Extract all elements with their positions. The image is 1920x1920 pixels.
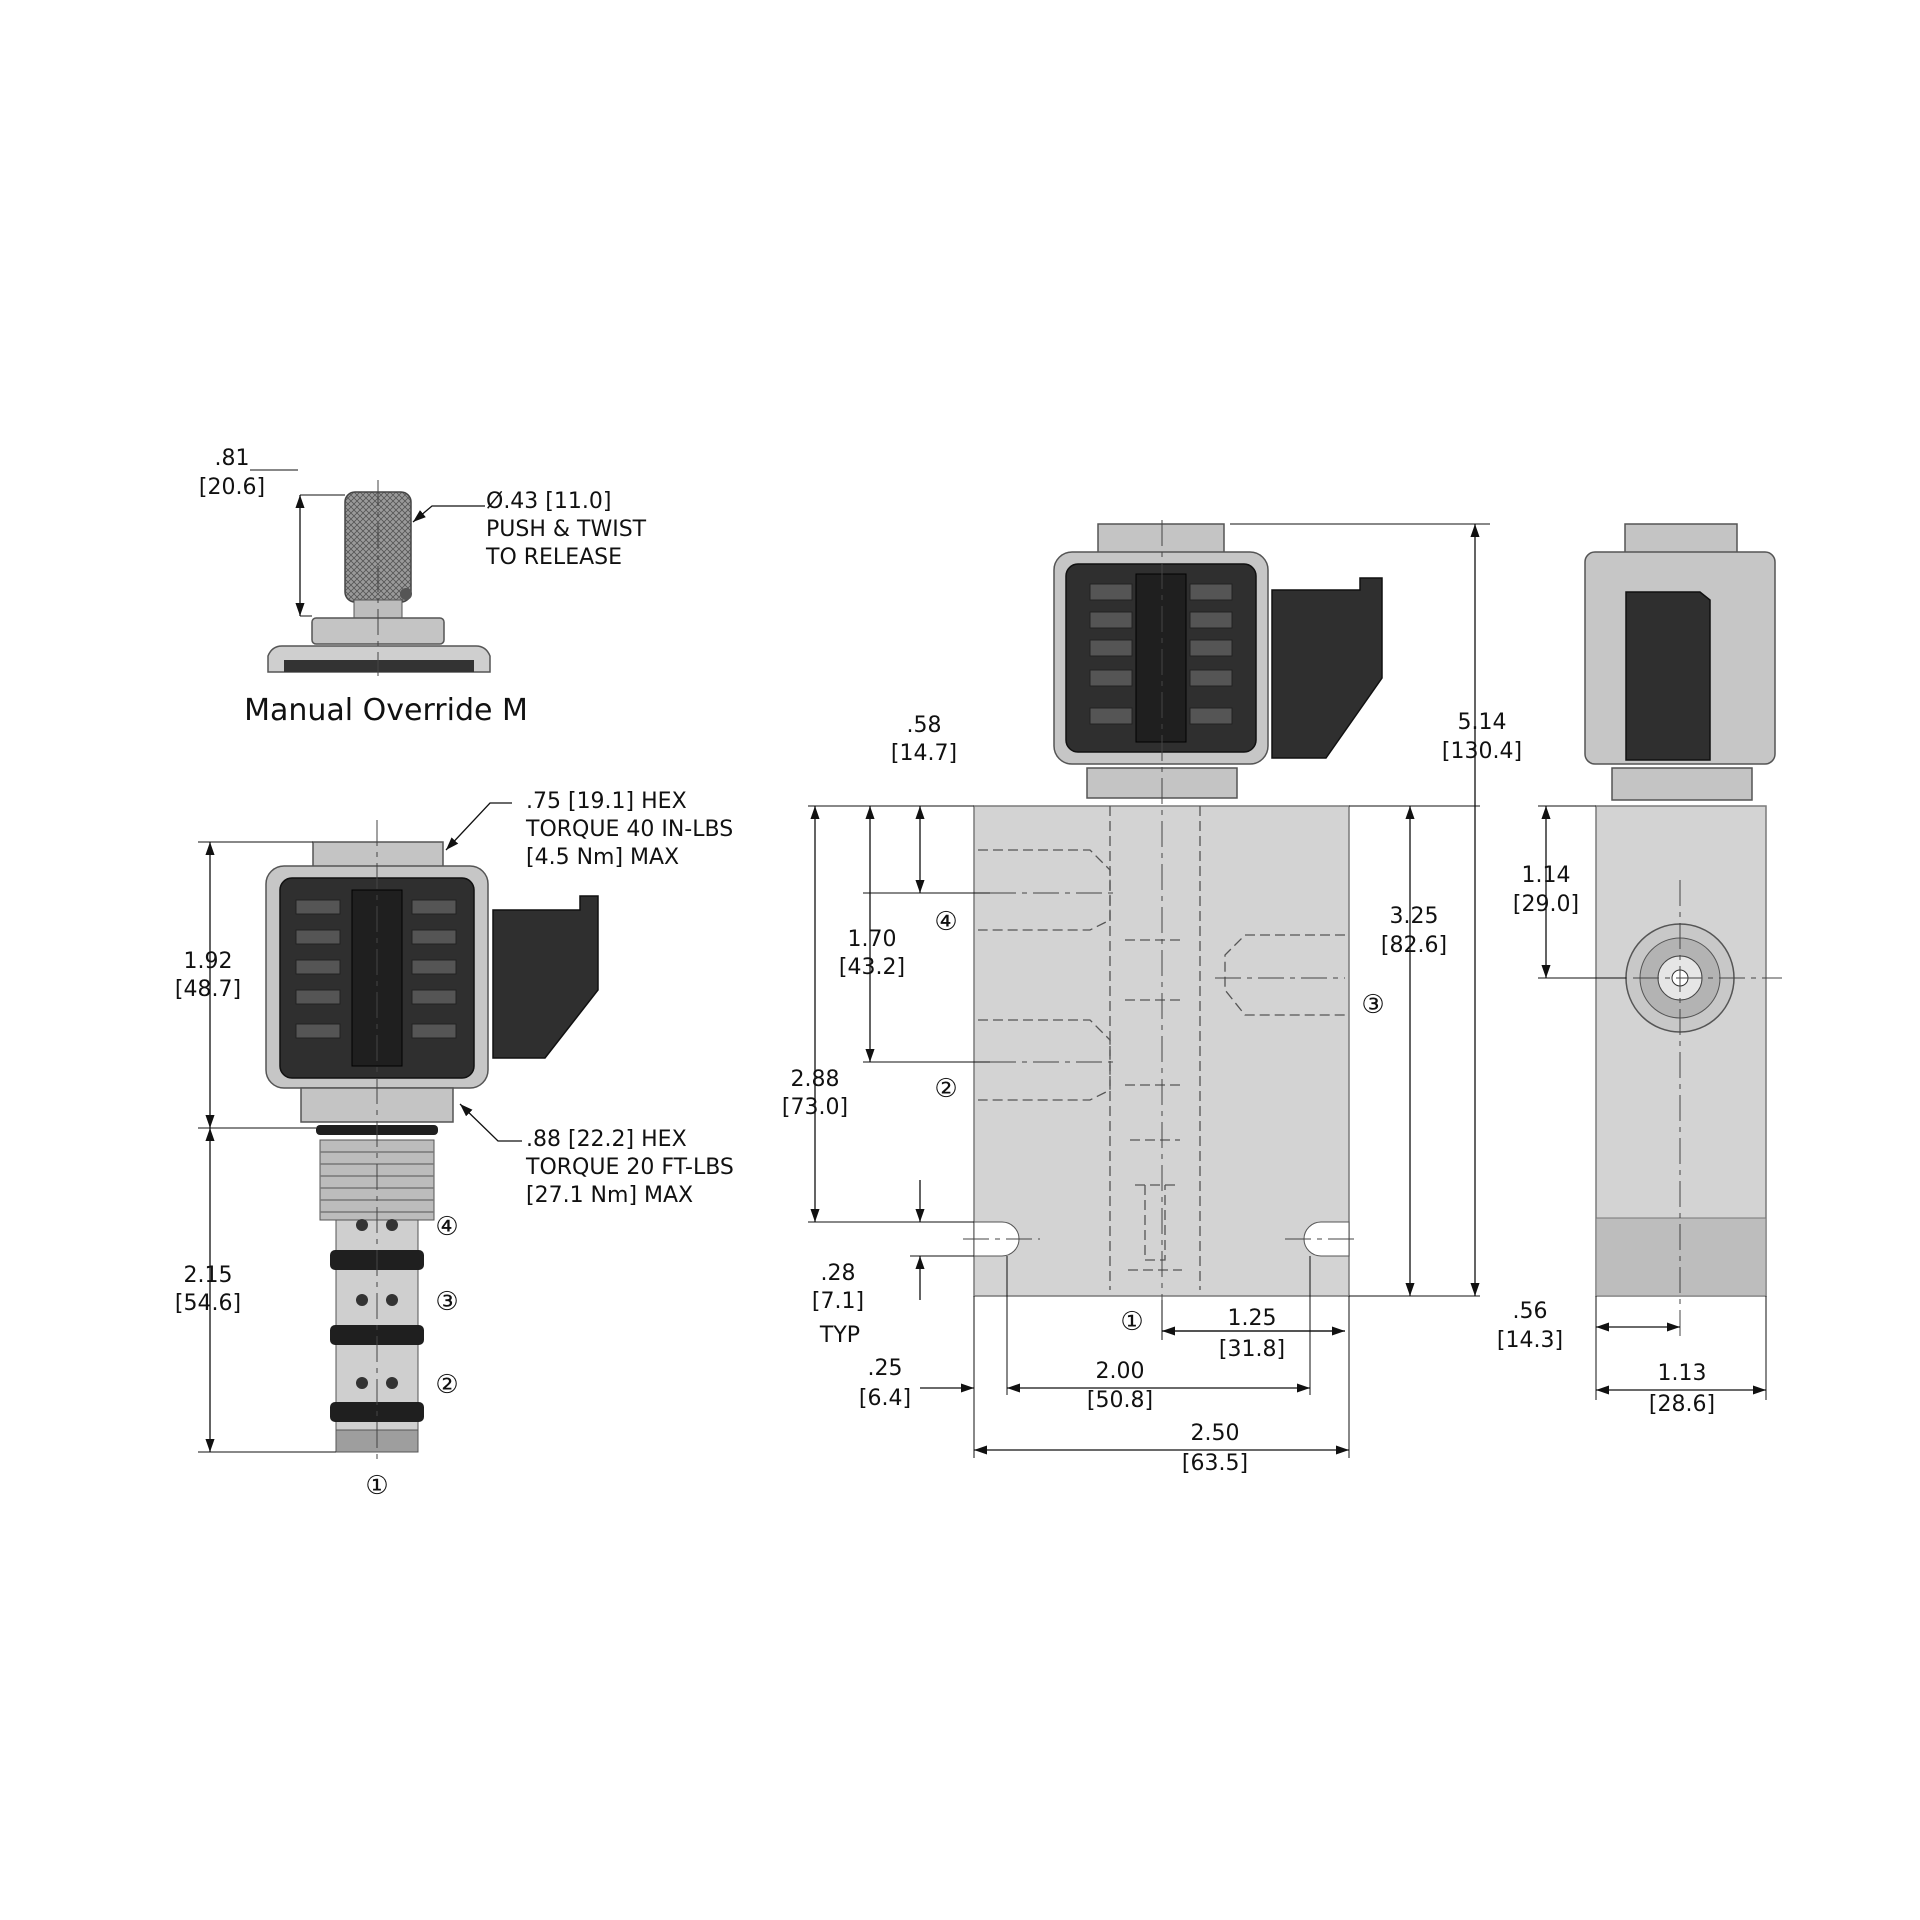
override-height-in: .81: [215, 446, 250, 471]
override-title: Manual Override M: [244, 693, 528, 728]
front-port-2: ②: [934, 1074, 957, 1104]
front-port-4: ④: [934, 907, 957, 937]
front-d025-in: .25: [868, 1356, 903, 1381]
front-d325-in: 3.25: [1390, 904, 1439, 929]
front-port-1: ①: [1120, 1307, 1143, 1337]
override-base-slot: [284, 660, 474, 672]
side-top-hex: [1624, 523, 1738, 557]
cartridge-hex-bot-2: TORQUE 20 FT-LBS: [525, 1155, 734, 1180]
front-d288-in: 2.88: [791, 1067, 840, 1092]
override-knob-note-1: Ø.43 [11.0]: [486, 489, 611, 514]
cartridge-view: .75 [19.1] HEX TORQUE 40 IN-LBS [4.5 Nm]…: [175, 789, 734, 1501]
override-knob-note-2: PUSH & TWIST: [486, 517, 647, 542]
front-d200-in: 2.00: [1096, 1359, 1145, 1384]
front-coil-center: [1135, 573, 1187, 743]
front-d025-mm: [6.4]: [859, 1386, 911, 1411]
front-d028-mm: [7.1]: [812, 1289, 864, 1314]
front-top-hex: [1097, 523, 1225, 557]
cartridge-port-4: ④: [435, 1212, 458, 1242]
front-d170-in: 1.70: [848, 927, 897, 952]
side-view: 1.14 [29.0] .56 [14.3] 1.13 [28.6]: [1497, 523, 1782, 1417]
front-d514-mm: [130.4]: [1442, 739, 1522, 764]
front-d170-mm: [43.2]: [839, 955, 905, 980]
cartridge-hex-bot-3: [27.1 Nm] MAX: [526, 1183, 693, 1208]
front-d125-mm: [31.8]: [1219, 1337, 1285, 1362]
front-hidden-lines: [978, 806, 1345, 1290]
front-coil-slots: [1089, 583, 1233, 725]
front-d514-in: 5.14: [1458, 710, 1507, 735]
override-height-mm: [20.6]: [199, 475, 265, 500]
cartridge-height-mm: [54.6]: [175, 1291, 241, 1316]
cartridge-connector: [492, 895, 599, 1059]
cartridge-coil-height-in: 1.92: [184, 949, 233, 974]
front-mount-slot-right: [1303, 1221, 1350, 1257]
side-d113-in: 1.13: [1658, 1361, 1707, 1386]
side-d114-in: 1.14: [1522, 863, 1571, 888]
front-d200-mm: [50.8]: [1087, 1388, 1153, 1413]
side-connector: [1625, 591, 1711, 761]
cartridge-hex-top-2: TORQUE 40 IN-LBS: [525, 817, 733, 842]
override-knob-note-3: TO RELEASE: [485, 545, 622, 570]
cartridge-coil-height-mm: [48.7]: [175, 977, 241, 1002]
cartridge-port-1: ①: [365, 1471, 388, 1501]
side-d056-mm: [14.3]: [1497, 1328, 1563, 1353]
side-d114-mm: [29.0]: [1513, 892, 1579, 917]
front-connector: [1271, 577, 1383, 759]
front-view: .58 [14.7] 1.70 [43.2] 2.88 [73.0] .28 […: [782, 520, 1522, 1476]
cartridge-coil-slots: [295, 899, 457, 1039]
cartridge-port-3: ③: [435, 1287, 458, 1317]
front-port-3: ③: [1361, 990, 1384, 1020]
front-d325-mm: [82.6]: [1381, 933, 1447, 958]
manual-override-view: .81 [20.6] Ø.43 [11.0] PUSH & TWIST TO R…: [199, 446, 647, 728]
front-d058-in: .58: [907, 713, 942, 738]
front-d250-mm: [63.5]: [1182, 1451, 1248, 1476]
side-base-step: [1595, 1217, 1767, 1297]
cartridge-height-in: 2.15: [184, 1263, 233, 1288]
cartridge-hex-bot-1: .88 [22.2] HEX: [526, 1127, 687, 1152]
override-pin: [400, 588, 412, 600]
cartridge-port-2: ②: [435, 1370, 458, 1400]
front-d125-in: 1.25: [1228, 1306, 1277, 1331]
front-d028-typ: TYP: [819, 1323, 860, 1348]
front-d288-mm: [73.0]: [782, 1095, 848, 1120]
front-d058-mm: [14.7]: [891, 741, 957, 766]
cartridge-hex-top-3: [4.5 Nm] MAX: [526, 845, 679, 870]
side-d113-mm: [28.6]: [1649, 1392, 1715, 1417]
cartridge-hex-top-1: .75 [19.1] HEX: [526, 789, 687, 814]
front-d028-in: .28: [821, 1261, 856, 1286]
cartridge-port-holes: [356, 1219, 398, 1389]
cartridge-oring-3: [330, 1325, 424, 1345]
side-manifold-body: [1595, 805, 1767, 1297]
front-d250-in: 2.50: [1191, 1421, 1240, 1446]
side-d056-in: .56: [1513, 1299, 1548, 1324]
side-bottom-hex: [1611, 767, 1753, 801]
